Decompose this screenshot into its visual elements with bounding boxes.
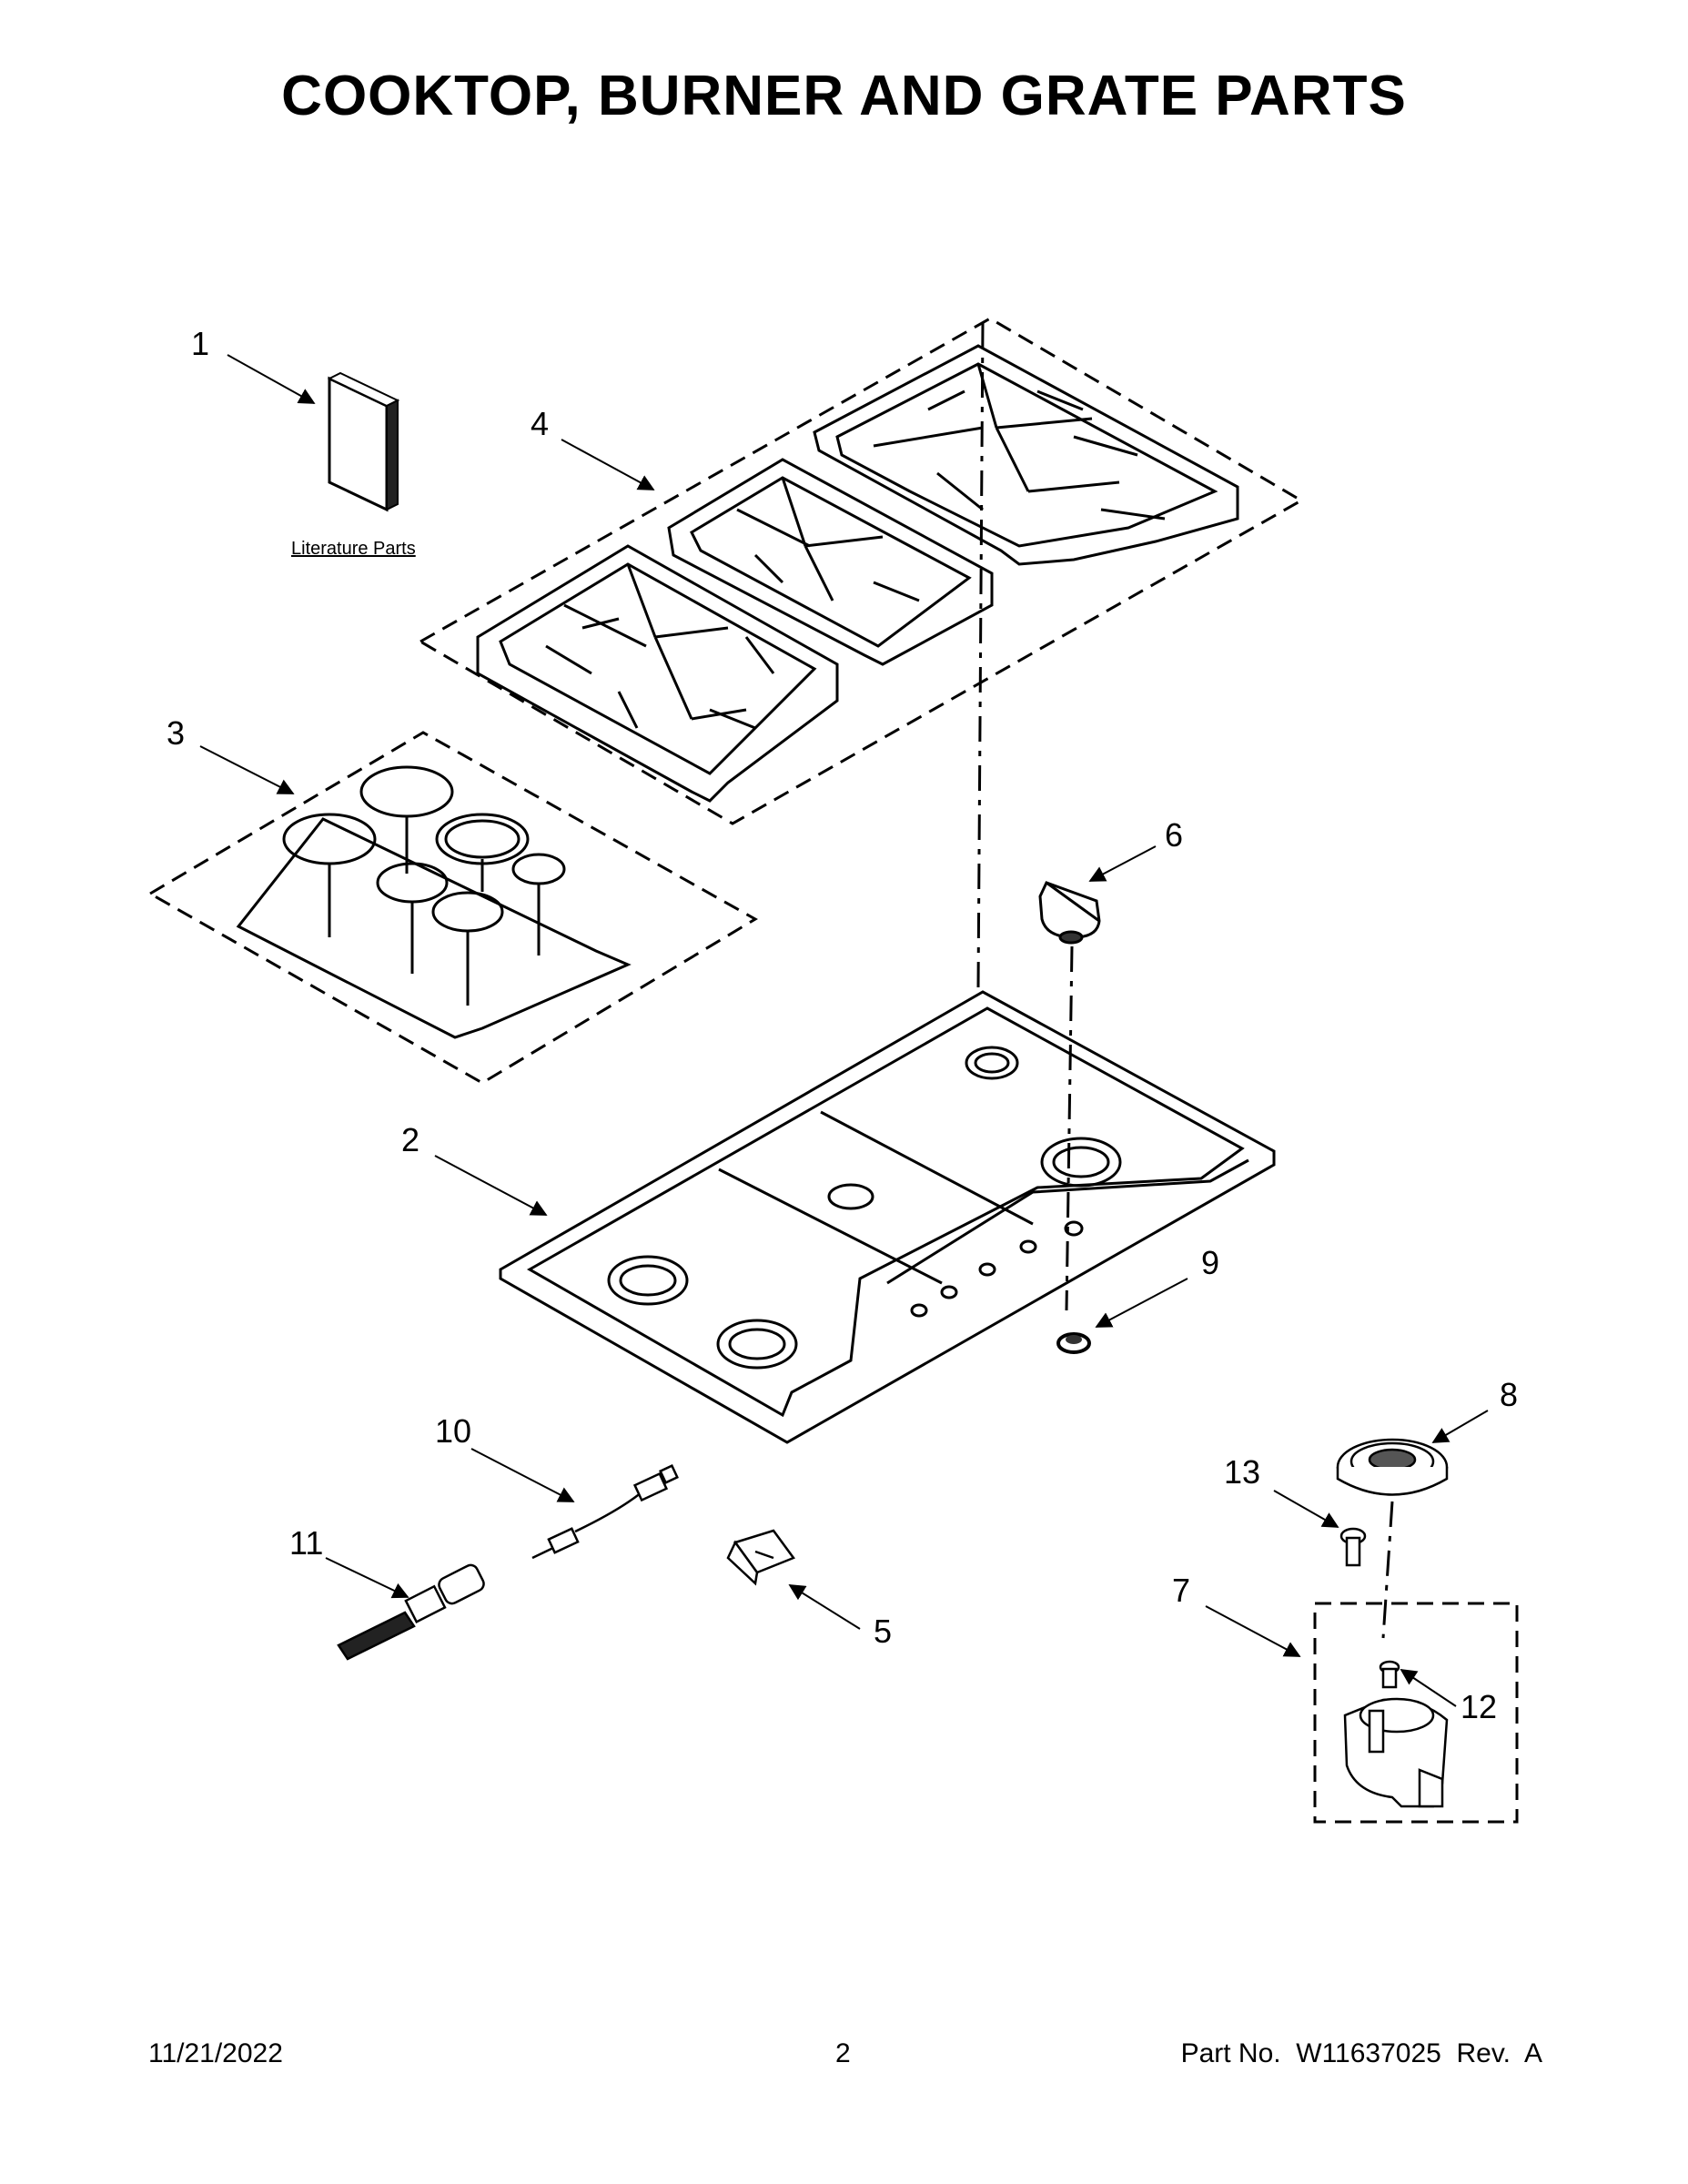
callout-13: 13 — [1224, 1453, 1260, 1491]
footer-part-number: Part No. W11637025 Rev. A — [1180, 2038, 1542, 2068]
part-10-igniter: 10 — [435, 1412, 679, 1560]
callout-3: 3 — [167, 714, 185, 752]
callout-10: 10 — [435, 1412, 471, 1450]
callout-6: 6 — [1165, 816, 1183, 854]
part-2-cooktop: 2 — [401, 990, 1276, 1444]
part-13-screw: 13 — [1224, 1453, 1367, 1567]
callout-4: 4 — [531, 405, 549, 442]
part-1-literature: 1 Literature Parts — [191, 325, 416, 559]
literature-parts-label: Literature Parts — [291, 539, 416, 559]
part-9-grommet: 9 — [1056, 1244, 1219, 1354]
part-6-knob: 6 — [1038, 816, 1183, 1311]
footer-page-number: 2 — [835, 2038, 851, 2068]
callout-11: 11 — [289, 1524, 323, 1562]
callout-8: 8 — [1500, 1376, 1518, 1413]
footer-date: 11/21/2022 — [148, 2038, 283, 2068]
callout-5: 5 — [874, 1613, 892, 1650]
part-12-orifice: 12 — [1379, 1660, 1497, 1725]
callout-9: 9 — [1201, 1244, 1219, 1281]
part-7-valve-assembly: 7 — [1172, 1572, 1519, 1824]
leader-grate-to-cooktop — [976, 322, 985, 988]
page-title: COOKTOP, BURNER AND GRATE PARTS — [281, 65, 1407, 127]
part-3-burner-caps: 3 — [147, 714, 758, 1085]
callout-2: 2 — [401, 1121, 419, 1158]
part-8-burner-base: 8 — [1336, 1376, 1518, 1639]
part-4-grates: 4 — [417, 317, 1305, 825]
callout-1: 1 — [191, 325, 209, 362]
callout-12: 12 — [1461, 1688, 1497, 1725]
part-5-clip: 5 — [726, 1529, 892, 1650]
callout-7: 7 — [1172, 1572, 1190, 1609]
part-11-electrode: 11 — [289, 1524, 485, 1661]
